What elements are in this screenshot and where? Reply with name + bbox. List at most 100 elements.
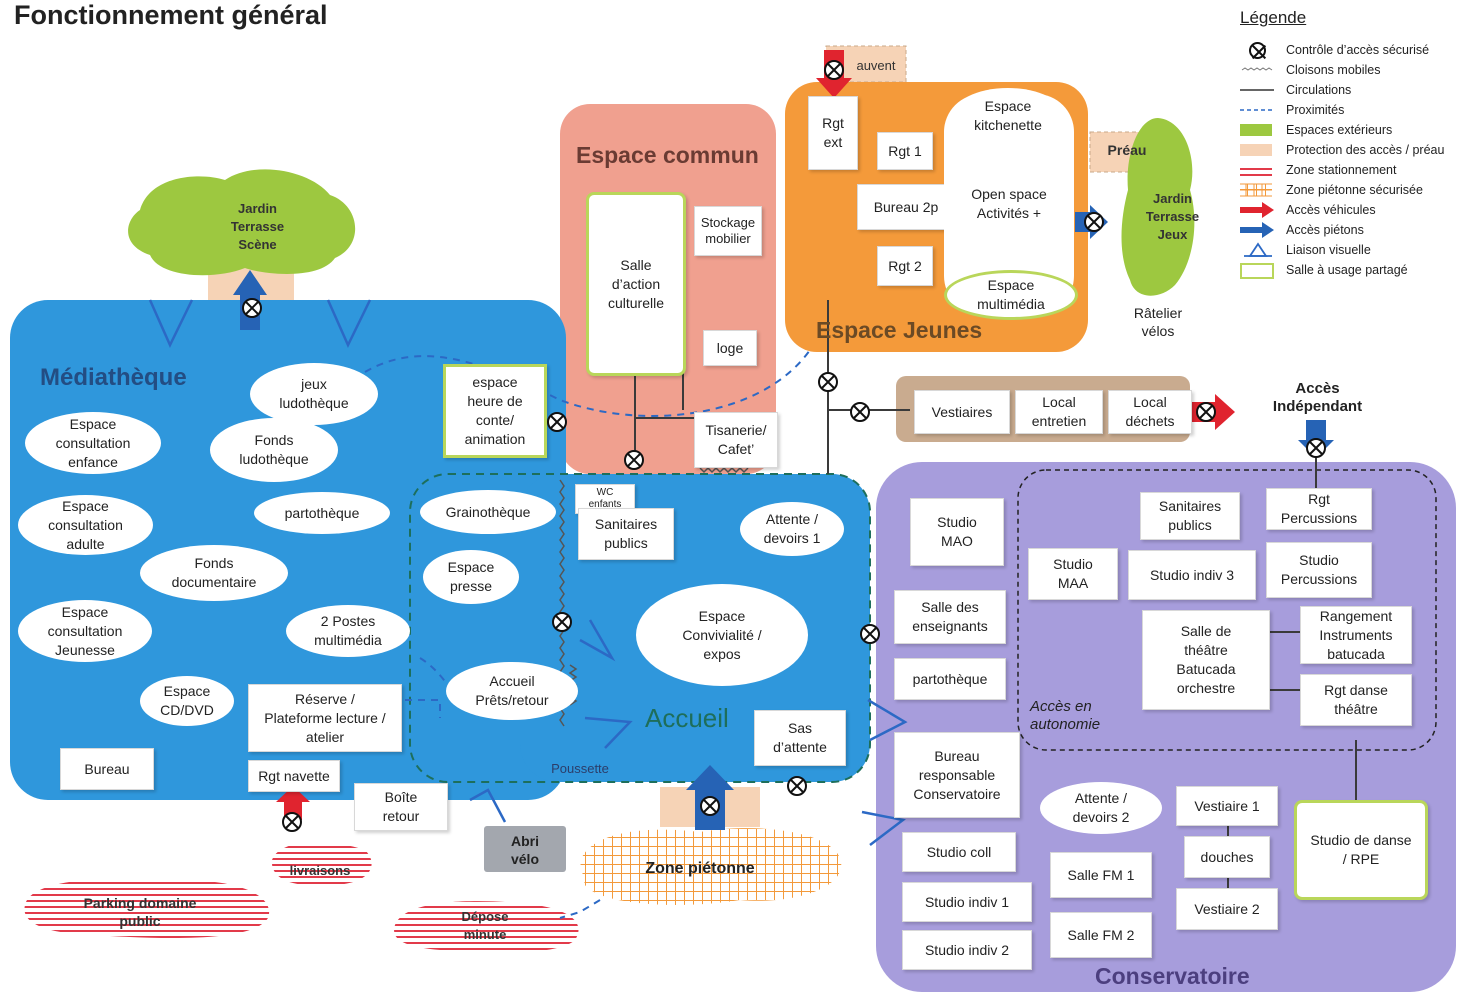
- visual-link-marks: [148, 299, 908, 846]
- legend-item-acces-pietons: Accès piétons: [1238, 220, 1461, 240]
- ratelier-label: Râtelier vélos: [1133, 305, 1183, 339]
- studio-maa: Studio MAA: [1028, 548, 1118, 600]
- espace-consultation-adulte: Espace consultation adulte: [18, 495, 153, 555]
- rgt-navette: Rgt navette: [248, 760, 340, 792]
- peach-swatch-icon: [1238, 140, 1276, 160]
- studio-mao: Studio MAO: [910, 498, 1004, 566]
- reserve-plateforme: Réserve / Plateforme lecture / atelier: [248, 684, 402, 752]
- legend-item-proximites: Proximités: [1238, 100, 1461, 120]
- espace-heure-conte: espace heure de conte/ animation: [443, 364, 547, 458]
- page-title: Fonctionnement général: [14, 0, 328, 30]
- access-control-icon: [282, 812, 302, 832]
- salle-fm-1: Salle FM 1: [1050, 852, 1152, 898]
- access-control-icon: [787, 776, 807, 796]
- vestiaire-1: Vestiaire 1: [1176, 786, 1278, 826]
- zone-pietonne-label: Zone piétonne: [645, 860, 755, 877]
- access-control-icon: [242, 298, 262, 318]
- green-frame-icon: [1238, 260, 1276, 280]
- proximity-line-icon: [1238, 100, 1276, 120]
- access-control-icon: [1306, 438, 1326, 458]
- rgt-percussions: Rgt Percussions: [1266, 488, 1372, 530]
- access-control-icon: [552, 612, 572, 632]
- accueil-label: Accueil: [645, 703, 729, 733]
- parking-label: Parking domaine public: [83, 895, 197, 929]
- jeux-ludotheque: jeux ludothèque: [250, 363, 378, 425]
- legend-item-mobile-partitions: Cloisons mobiles: [1238, 60, 1461, 80]
- fonds-ludotheque: Fonds ludothèque: [210, 418, 338, 482]
- bureau-mediatheque: Bureau: [60, 748, 154, 790]
- acces-autonomie-label: Accès en autonomie: [1030, 698, 1101, 733]
- legend-item-acces-vehicules: Accès véhicules: [1238, 200, 1461, 220]
- legend-item-salle-partagee: Salle à usage partagé: [1238, 260, 1461, 280]
- preau-label: Préau: [1107, 142, 1147, 158]
- sas-attente: Sas d’attente: [754, 710, 846, 766]
- access-control-icon: [700, 796, 720, 816]
- rgt-2: Rgt 2: [877, 246, 933, 286]
- access-control-icon: [1084, 212, 1104, 232]
- rgt-ext: Rgt ext: [808, 96, 858, 170]
- espace-multimedia-jeunes: Espace multimédia: [944, 270, 1078, 320]
- acces-autonomie-border: [1017, 469, 1437, 751]
- attente-devoirs-2: Attente / devoirs 2: [1040, 782, 1162, 834]
- bureau-responsable-conservatoire: Bureau responsable Conservatoire: [894, 732, 1020, 818]
- rangement-batucada: Rangement Instruments batucada: [1300, 606, 1412, 664]
- green-swatch-icon: [1238, 120, 1276, 140]
- access-control-icon: [1196, 402, 1216, 422]
- salle-fm-2: Salle FM 2: [1050, 912, 1152, 958]
- mediatheque-label: Médiathèque: [40, 364, 187, 391]
- loge: loge: [703, 330, 757, 366]
- espace-consultation-jeunesse: Espace consultation Jeunesse: [18, 600, 152, 662]
- acces-independant-label: Accès Indépendant: [1272, 380, 1363, 415]
- zone-pietonne-area: [580, 828, 842, 905]
- vestiaire-2: Vestiaire 2: [1176, 888, 1278, 930]
- livraisons-label: livraisons: [289, 863, 351, 878]
- access-control-icon: [818, 372, 838, 392]
- partotheque-mediatheque: partothèque: [254, 492, 390, 534]
- espace-consultation-enfance: Espace consultation enfance: [25, 412, 161, 474]
- jardin-right-label: Jardin Terrasse Jeux: [1145, 191, 1200, 242]
- orange-grid-icon: [1238, 180, 1276, 200]
- vestiaires: Vestiaires: [914, 390, 1010, 434]
- parking-zone: [24, 878, 270, 939]
- jardin-left-label: Jardin Terrasse Scène: [230, 201, 285, 252]
- red-arrow-icon: [1238, 200, 1276, 220]
- access-control-icon: [860, 624, 880, 644]
- legend-item-access-control: Contrôle d’accès sécurisé: [1238, 40, 1461, 60]
- abri-velo-box: [484, 826, 566, 872]
- local-entretien: Local entretien: [1015, 390, 1103, 434]
- douches: douches: [1184, 836, 1270, 878]
- studio-indiv-1: Studio indiv 1: [902, 882, 1032, 922]
- legend-item-protection: Protection des accès / préau: [1238, 140, 1461, 160]
- espace-kitchenette: Espace kitchenette: [952, 88, 1064, 144]
- depose-zone: [394, 901, 579, 953]
- access-control-icon: [624, 450, 644, 470]
- tisanerie-cafet: Tisanerie/ Cafet’: [694, 412, 778, 468]
- access-control-icon: [547, 412, 567, 432]
- espace-presse: Espace presse: [423, 550, 519, 604]
- accueil-dashed-border: [409, 473, 871, 783]
- studio-indiv-3: Studio indiv 3: [1128, 550, 1256, 600]
- livraisons-zone: [271, 841, 372, 886]
- local-dechets: Local déchets: [1108, 390, 1192, 434]
- auvent-label: auvent: [856, 58, 896, 73]
- postes-multimedia: 2 Postes multimédia: [286, 605, 410, 657]
- mobile-partition-icon: [1238, 60, 1276, 80]
- circulation-line-icon: [1238, 80, 1276, 100]
- blue-arrow-icon: [1238, 220, 1276, 240]
- access-control-icon: [1238, 40, 1276, 60]
- abri-velo-label: Abri vélo: [510, 833, 539, 867]
- stockage-mobilier: Stockage mobilier: [694, 206, 762, 256]
- poussette-label: Poussette: [551, 761, 609, 776]
- studio-percussions: Studio Percussions: [1266, 542, 1372, 598]
- salle-action-culturelle: Salle d’action culturelle: [586, 192, 686, 376]
- espace-cd-dvd: Espace CD/DVD: [140, 676, 234, 726]
- access-control-icon: [850, 402, 870, 422]
- sanitaires-publics-conservatoire: Sanitaires publics: [1140, 492, 1240, 540]
- studio-indiv-2: Studio indiv 2: [902, 930, 1032, 970]
- espace-jeunes-label: Espace Jeunes: [816, 317, 983, 343]
- legend-item-circulations: Circulations: [1238, 80, 1461, 100]
- partotheque-conservatoire: partothèque: [894, 658, 1006, 700]
- depose-label: Dépose minute: [461, 909, 509, 942]
- studio-danse-rpe: Studio de danse / RPE: [1294, 800, 1428, 900]
- sanitaires-publics-accueil: Sanitaires publics: [578, 508, 674, 560]
